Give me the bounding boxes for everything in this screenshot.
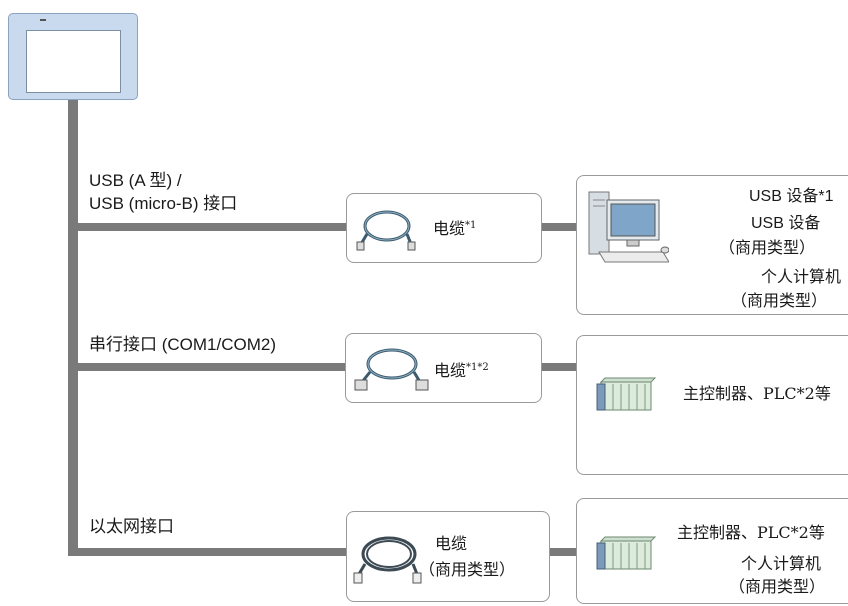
- plc-icon: [596, 536, 657, 570]
- usb-interface-label-1: USB (A 型) /: [89, 171, 182, 190]
- usb-interface-label-2: USB (micro-B) 接口: [89, 194, 238, 213]
- target-text-3: （商用类型）: [719, 238, 816, 257]
- target-box-usb: USB 设备*1 USB 设备 （商用类型） 个人计算机 （商用类型）: [576, 175, 848, 315]
- branch-line-serial: [68, 363, 346, 371]
- target-box-ethernet: 主控制器、PLC*2等 个人计算机 （商用类型）: [576, 498, 848, 604]
- target-box-serial: 主控制器、PLC*2等: [576, 335, 848, 475]
- cable-label: 电缆*1*2: [434, 358, 489, 381]
- target-text-2: USB 设备: [751, 215, 821, 232]
- branch-line-ethernet: [68, 548, 346, 556]
- branch-line-ethernet-right: [549, 548, 577, 556]
- target-text-1: 主控制器、PLC*2等: [677, 523, 825, 542]
- cable-box-serial: 电缆*1*2: [345, 333, 542, 403]
- ethernet-interface-label: 以太网接口: [89, 517, 174, 536]
- target-text-4: 个人计算机: [761, 267, 842, 286]
- target-text-5: （商用类型）: [731, 291, 828, 310]
- cable-footnote: *1: [465, 220, 477, 231]
- cable-label: 电缆*1: [433, 216, 476, 239]
- target-text-1: 主控制器、PLC*2等: [683, 384, 831, 403]
- cable-sublabel: （商用类型）: [419, 560, 516, 579]
- branch-line-usb: [68, 223, 346, 231]
- touch-panel-device: [8, 13, 138, 100]
- cable-label: 电缆: [435, 534, 468, 553]
- cable-icon: [354, 348, 429, 391]
- target-text-1: USB 设备*1: [749, 188, 834, 205]
- cable-text: 电缆: [434, 361, 467, 380]
- plc-icon: [596, 377, 657, 411]
- branch-line-serial-right: [541, 363, 577, 371]
- cable-icon: [353, 536, 422, 584]
- cable-text: 电缆: [433, 219, 466, 238]
- trunk-line: [68, 100, 78, 556]
- cable-footnote: *1*2: [466, 362, 489, 373]
- target-text-2: 个人计算机: [741, 554, 822, 573]
- cable-box-ethernet: 电缆 （商用类型）: [346, 511, 550, 602]
- computer-icon: [588, 191, 669, 263]
- cable-box-usb: 电缆*1: [346, 193, 542, 263]
- cable-icon: [356, 210, 416, 251]
- branch-line-usb-right: [541, 223, 577, 231]
- target-text-3: （商用类型）: [729, 577, 826, 596]
- device-indicator: [40, 19, 46, 21]
- device-screen: [26, 30, 121, 93]
- serial-interface-label: 串行接口 (COM1/COM2): [89, 335, 276, 354]
